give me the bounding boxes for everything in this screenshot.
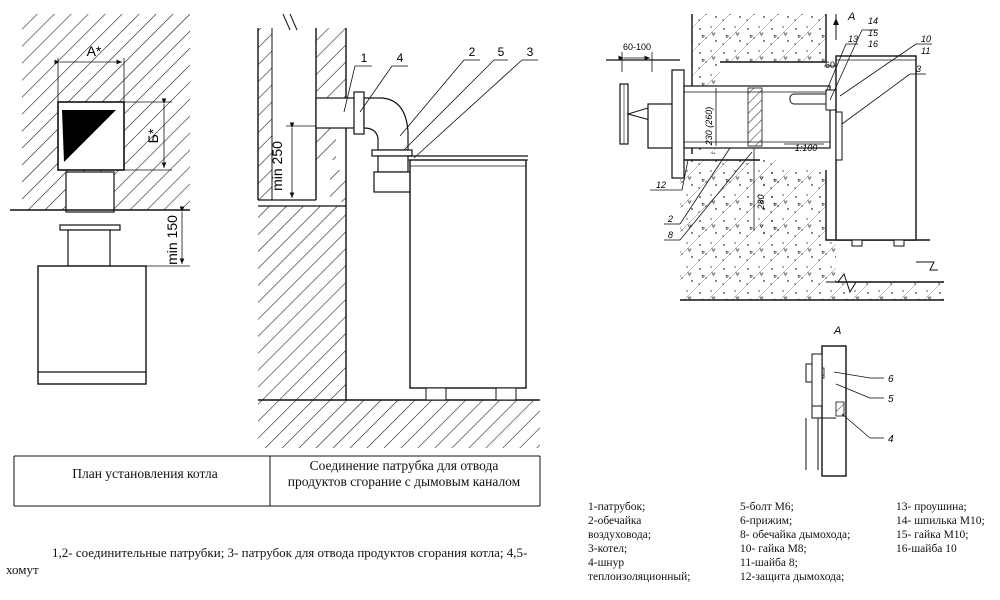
- legend-item: 6-прижим;: [740, 515, 793, 527]
- callout-2-right: 2: [667, 214, 673, 224]
- legend-column-2: 5-болт М6; 6-прижим; 8- обечайка дымоход…: [740, 500, 850, 584]
- caption-frame: [13, 455, 541, 507]
- connector-note: 1,2- соединительные патрубки; 3- патрубо…: [6, 545, 528, 577]
- detail-a-label: A: [833, 325, 841, 337]
- callout-4: 4: [397, 51, 404, 65]
- chimney-section-view: [606, 14, 944, 301]
- legend-item: 15- гайка М10;: [896, 529, 969, 541]
- legend-item: 14- шпилька М10;: [896, 515, 985, 527]
- legend-item: 8- обечайка дымохода;: [740, 529, 851, 541]
- callout-15: 15: [868, 28, 879, 38]
- callout-3-right: 3: [916, 64, 921, 74]
- callout-10: 10: [921, 34, 931, 44]
- callout-16: 16: [868, 39, 878, 49]
- legend-item: 11-шайба 8;: [740, 557, 798, 569]
- dim-b-label: Б*: [145, 128, 161, 143]
- callout-3: 3: [527, 45, 534, 59]
- dim-230-260-label: 230 (260): [704, 107, 714, 147]
- dim-a-label: A*: [87, 43, 102, 59]
- detail-callout-6: 6: [888, 374, 894, 385]
- legend-item: 12-защита дымохода;: [740, 571, 845, 583]
- legend-item: теплоизоляционный;: [588, 571, 691, 583]
- dim-280-label: 280: [756, 194, 766, 210]
- callout-2: 2: [469, 45, 476, 59]
- callout-1: 1: [361, 51, 368, 65]
- legend-item: 4-шнур: [588, 557, 625, 569]
- legend-item: 2-обечайка: [588, 515, 642, 527]
- legend-item: 13- проушина;: [896, 501, 967, 513]
- connection-view: [257, 13, 540, 448]
- dim-min150-label: min 150: [164, 215, 180, 265]
- legend-item: 1-патрубок;: [588, 501, 646, 513]
- slope-label: 1:100: [795, 143, 818, 153]
- callout-12: 12: [656, 180, 666, 190]
- callout-5: 5: [498, 45, 505, 59]
- legend-column-3: 13- проушина; 14- шпилька М10; 15- гайка…: [896, 500, 985, 556]
- callout-11: 11: [921, 46, 930, 56]
- legend-item: 3-котел;: [588, 543, 628, 555]
- legend-item: 16-шайба 10: [896, 543, 957, 555]
- legend-item: воздуховода;: [588, 529, 652, 541]
- dim-min250-label: min 250: [269, 141, 285, 191]
- dim-60-100-label: 60-100: [623, 42, 651, 52]
- legend-item: 10- гайка М8;: [740, 543, 807, 555]
- plan-view: [10, 14, 190, 385]
- plan-caption: План установления котла: [72, 466, 218, 481]
- detail-a-view: [805, 345, 884, 477]
- legend-item: 5-болт М6;: [740, 501, 794, 513]
- detail-callout-5: 5: [888, 394, 894, 405]
- section-a-label: A: [847, 11, 855, 23]
- callout-14: 14: [868, 16, 878, 26]
- callout-8: 8: [668, 230, 673, 240]
- callout-13: 13: [848, 34, 858, 44]
- dim-60-label: 60: [825, 60, 835, 70]
- detail-callout-4: 4: [888, 434, 894, 445]
- connection-caption: Соединение патрубка для отвода продуктов…: [287, 458, 521, 489]
- legend-column-1: 1-патрубок; 2-обечайка воздуховода; 3-ко…: [588, 500, 690, 584]
